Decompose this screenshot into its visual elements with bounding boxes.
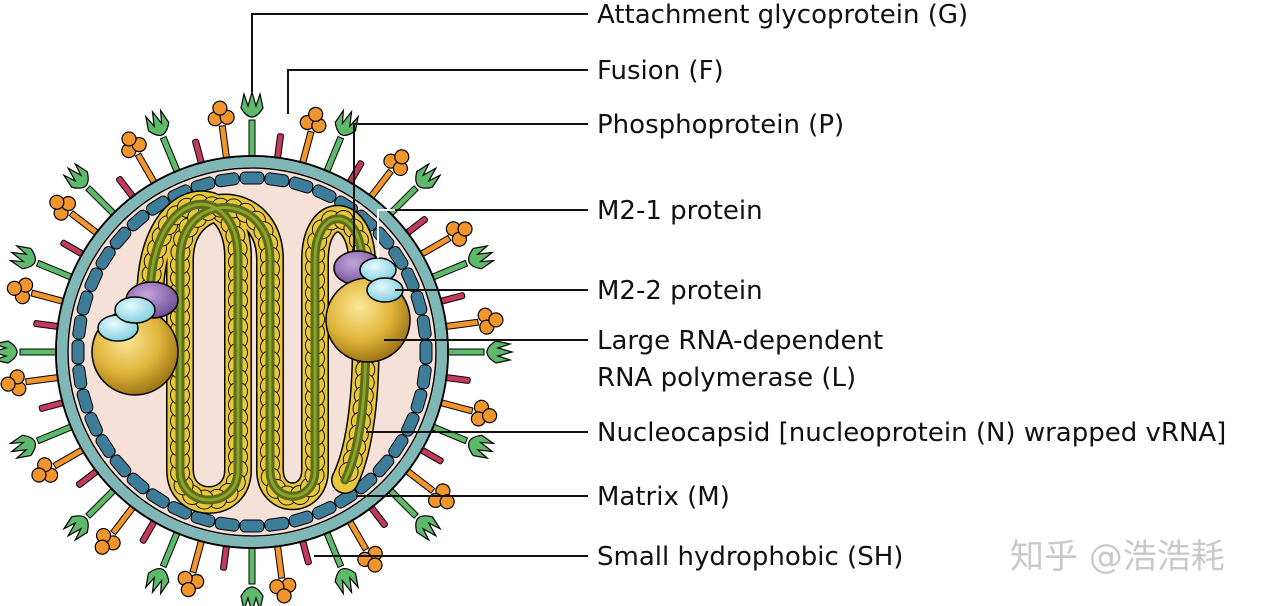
sh-protein-spike [33,320,61,330]
matrix-segment [84,267,104,292]
sh-protein-spike [220,543,230,571]
g-protein-spike [429,422,496,460]
matrix-segment [71,339,85,365]
f-protein-spike [6,277,66,306]
g-protein-spike [240,545,264,606]
label-phosphoprotein: Phosphoprotein (P) [597,110,844,140]
matrix-segment [264,516,290,532]
f-protein-spike [94,503,137,555]
g-protein-spike [240,89,264,159]
matrix-segment [109,454,132,478]
virion [0,89,515,606]
lipid-membrane [57,157,447,547]
viral-envelope [55,155,449,549]
matrix-segment [95,434,116,459]
matrix-segment [410,290,428,316]
matrix-segment [416,364,432,390]
matrix-segment [126,472,150,495]
g-protein-spike [62,162,118,218]
label-m2-2-protein: M2-2 protein [597,276,763,306]
label-large-polymerase-line1: Large RNA-dependent [597,326,883,356]
label-small-hydrophobic: Small hydrophobic (SH) [597,542,903,572]
g-protein-spike [322,108,360,175]
matrix-segment [312,184,337,204]
matrix-segment [95,245,116,270]
matrix-segment [72,314,88,340]
f-protein-spike [49,194,101,237]
matrix-segment [72,364,88,390]
matrix-segment [388,245,409,270]
g-protein-spike [8,422,75,460]
sh-protein-spike [274,133,284,161]
matrix-segment [288,510,314,528]
g-protein-spike [0,340,59,364]
matrix-segment [312,500,337,520]
f-protein-spike [367,149,410,201]
matrix-segment [239,519,265,533]
m2-protein-left-b [114,296,156,324]
leader-m21-white [377,209,395,258]
label-fusion: Fusion (F) [597,56,724,86]
label-large-polymerase-line2: RNA polymerase (L) [597,363,856,393]
g-protein-spike [8,244,75,282]
matrix-segment [126,209,150,232]
matrix-segment [372,454,395,478]
matrix-segment [239,171,265,185]
f-protein-spike [269,543,297,604]
matrix-segment [388,434,409,459]
polymerase-complex-left [91,281,179,396]
label-m2-1-protein: M2-1 protein [597,196,763,226]
matrix-segment [400,412,420,437]
matrix-segment [419,339,433,365]
matrix-segment [145,488,170,509]
matrix-segment [410,388,428,414]
f-protein-spike [31,445,87,483]
f-protein-spike [298,106,327,166]
matrix-segment [214,172,240,188]
f-protein-spike [443,307,504,335]
labels: Attachment glycoprotein (G) Fusion (F) P… [597,0,1226,572]
f-protein-spike [0,369,61,397]
f-protein-spike [121,131,159,187]
matrix-segment [84,412,104,437]
g-protein-spike [62,486,118,542]
label-nucleocapsid: Nucleocapsid [nucleoprotein (N) wrapped … [597,418,1226,448]
matrix-segment [264,172,290,188]
label-attachment-glycoprotein: Attachment glycoprotein (G) [597,0,968,30]
matrix-segment [214,516,240,532]
matrix-segment [76,388,94,414]
watermark: 知乎 @浩浩耗 [1010,537,1225,577]
matrix-segment [109,226,132,250]
matrix-segment [76,290,94,316]
matrix-segment [354,472,378,495]
f-protein-spike [417,221,473,259]
g-protein-spike [445,340,515,364]
g-protein-spike [144,529,182,596]
label-matrix: Matrix (M) [597,482,730,512]
leader-p [353,123,588,252]
matrix-layer [71,171,433,533]
leader-f [287,69,588,114]
g-protein-spike [144,108,182,175]
leader-g [251,13,588,92]
leader-lines [251,13,588,557]
f-protein-spike [177,538,206,598]
matrix-segment [145,195,170,216]
g-protein-spike [322,529,360,596]
g-protein-spike [429,244,496,282]
f-protein-spike [207,100,235,161]
sh-protein-spike [443,374,471,384]
f-protein-spike [438,398,498,427]
matrix-segment [288,176,314,194]
